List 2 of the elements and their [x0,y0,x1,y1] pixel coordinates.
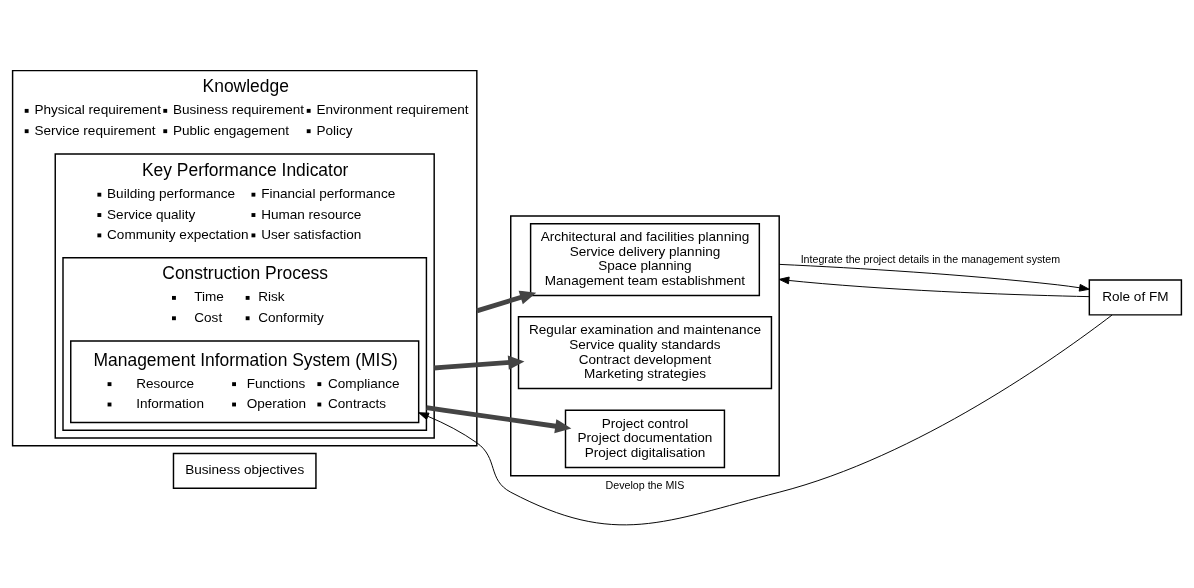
edge-label: Develop the MIS [605,479,685,492]
edge-label: Integrate the project details in the management system [800,253,1061,266]
